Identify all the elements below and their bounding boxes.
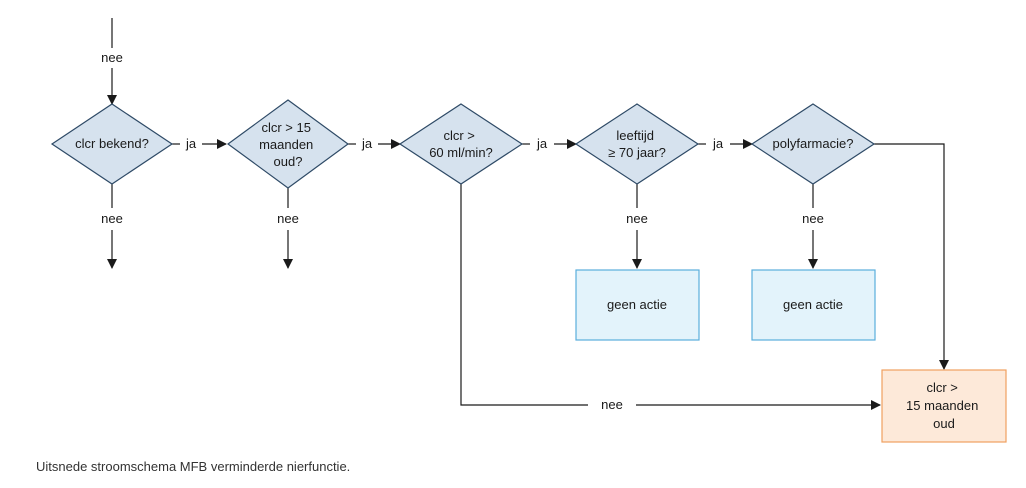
result-clcr-15-maanden: clcr > 15 maanden oud bbox=[881, 369, 1007, 443]
result-line: clcr > bbox=[926, 380, 957, 395]
label-d5-no: nee bbox=[802, 211, 824, 226]
action-text: geen actie bbox=[607, 297, 667, 312]
decision-text: clcr > 15 maanden oud? bbox=[259, 120, 317, 169]
diamond-shape bbox=[574, 103, 700, 185]
decision-clcr-bekend: clcr bekend? bbox=[50, 103, 174, 185]
label-d4-no: nee bbox=[626, 211, 648, 226]
diamond-shape bbox=[50, 103, 174, 185]
edge-d3-no-a bbox=[460, 184, 588, 406]
action-geen-actie-2: geen actie bbox=[751, 269, 876, 341]
decision-text: leeftijd ≥ 70 jaar? bbox=[608, 128, 666, 160]
diamond-shape bbox=[750, 103, 876, 185]
label-d4-yes: ja bbox=[712, 136, 724, 151]
connectors bbox=[107, 18, 949, 410]
figure-caption: Uitsnede stroomschema MFB verminderde ni… bbox=[36, 459, 351, 474]
edge-labels: nee ja nee ja nee ja nee ja nee nee bbox=[101, 50, 824, 412]
label-d3-yes: ja bbox=[536, 136, 548, 151]
label-d2-yes: ja bbox=[361, 136, 373, 151]
label-d1-yes: ja bbox=[185, 136, 197, 151]
decision-text: clcr > 60 ml/min? bbox=[429, 128, 493, 160]
decision-text: clcr bekend? bbox=[75, 136, 149, 151]
decision-line: maanden bbox=[259, 137, 313, 152]
label-top-in: nee bbox=[101, 50, 123, 65]
action-box bbox=[751, 269, 876, 341]
decision-line: clcr > bbox=[443, 128, 474, 143]
diamond-shape bbox=[398, 103, 524, 185]
result-box bbox=[881, 369, 1007, 443]
label-d1-no: nee bbox=[101, 211, 123, 226]
decision-leeftijd: leeftijd ≥ 70 jaar? bbox=[574, 103, 700, 185]
action-text: geen actie bbox=[783, 297, 843, 312]
diamond-shape bbox=[226, 99, 350, 189]
decision-line: 60 ml/min? bbox=[429, 145, 493, 160]
decision-line: clcr bekend? bbox=[75, 136, 149, 151]
result-line: 15 maanden bbox=[906, 398, 978, 413]
decision-line: clcr > 15 bbox=[261, 120, 311, 135]
action-geen-actie-1: geen actie bbox=[575, 269, 700, 341]
result-line: oud bbox=[933, 416, 955, 431]
decision-line: polyfarmacie? bbox=[773, 136, 854, 151]
decision-polyfarmacie: polyfarmacie? bbox=[750, 103, 876, 185]
decision-text: polyfarmacie? bbox=[773, 136, 854, 151]
edge-d5-yes bbox=[874, 143, 949, 370]
result-text: clcr > 15 maanden oud bbox=[906, 380, 982, 431]
action-box bbox=[575, 269, 700, 341]
label-d2-no: nee bbox=[277, 211, 299, 226]
label-d3-no: nee bbox=[601, 397, 623, 412]
decision-line: leeftijd bbox=[616, 128, 654, 143]
decision-clcr-60: clcr > 60 ml/min? bbox=[398, 103, 524, 185]
decision-line: oud? bbox=[274, 154, 303, 169]
decision-clcr-15-maanden: clcr > 15 maanden oud? bbox=[226, 99, 350, 189]
decision-line: ≥ 70 jaar? bbox=[608, 145, 666, 160]
